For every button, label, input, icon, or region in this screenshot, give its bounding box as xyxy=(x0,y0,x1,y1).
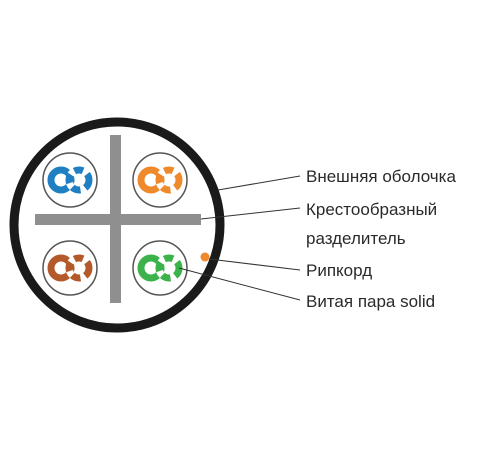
leader-lines xyxy=(178,175,301,301)
label-ripcord: Рипкорд xyxy=(306,261,372,280)
label-cross-separator-line2: разделитель xyxy=(306,229,406,248)
ripcord-dot xyxy=(200,252,210,262)
pair-orange xyxy=(132,152,188,208)
wire-striped xyxy=(65,254,93,282)
wire-striped xyxy=(65,166,93,194)
pair-brown xyxy=(42,240,98,296)
label-twisted-pair: Витая пара solid xyxy=(306,292,435,311)
label-outer-jacket: Внешняя оболочка xyxy=(306,167,456,186)
leader-line-outer-jacket xyxy=(217,175,301,191)
wire-striped xyxy=(155,166,183,194)
leader-line-cross-separator xyxy=(200,207,301,220)
label-cross-separator-line1: Крестообразный xyxy=(306,200,437,219)
pair-green xyxy=(132,240,188,296)
leader-line-ripcord xyxy=(208,258,301,271)
leader-line-twisted-pair xyxy=(178,267,301,301)
cross-separator-horizontal xyxy=(35,214,201,225)
pair-blue xyxy=(42,152,98,208)
